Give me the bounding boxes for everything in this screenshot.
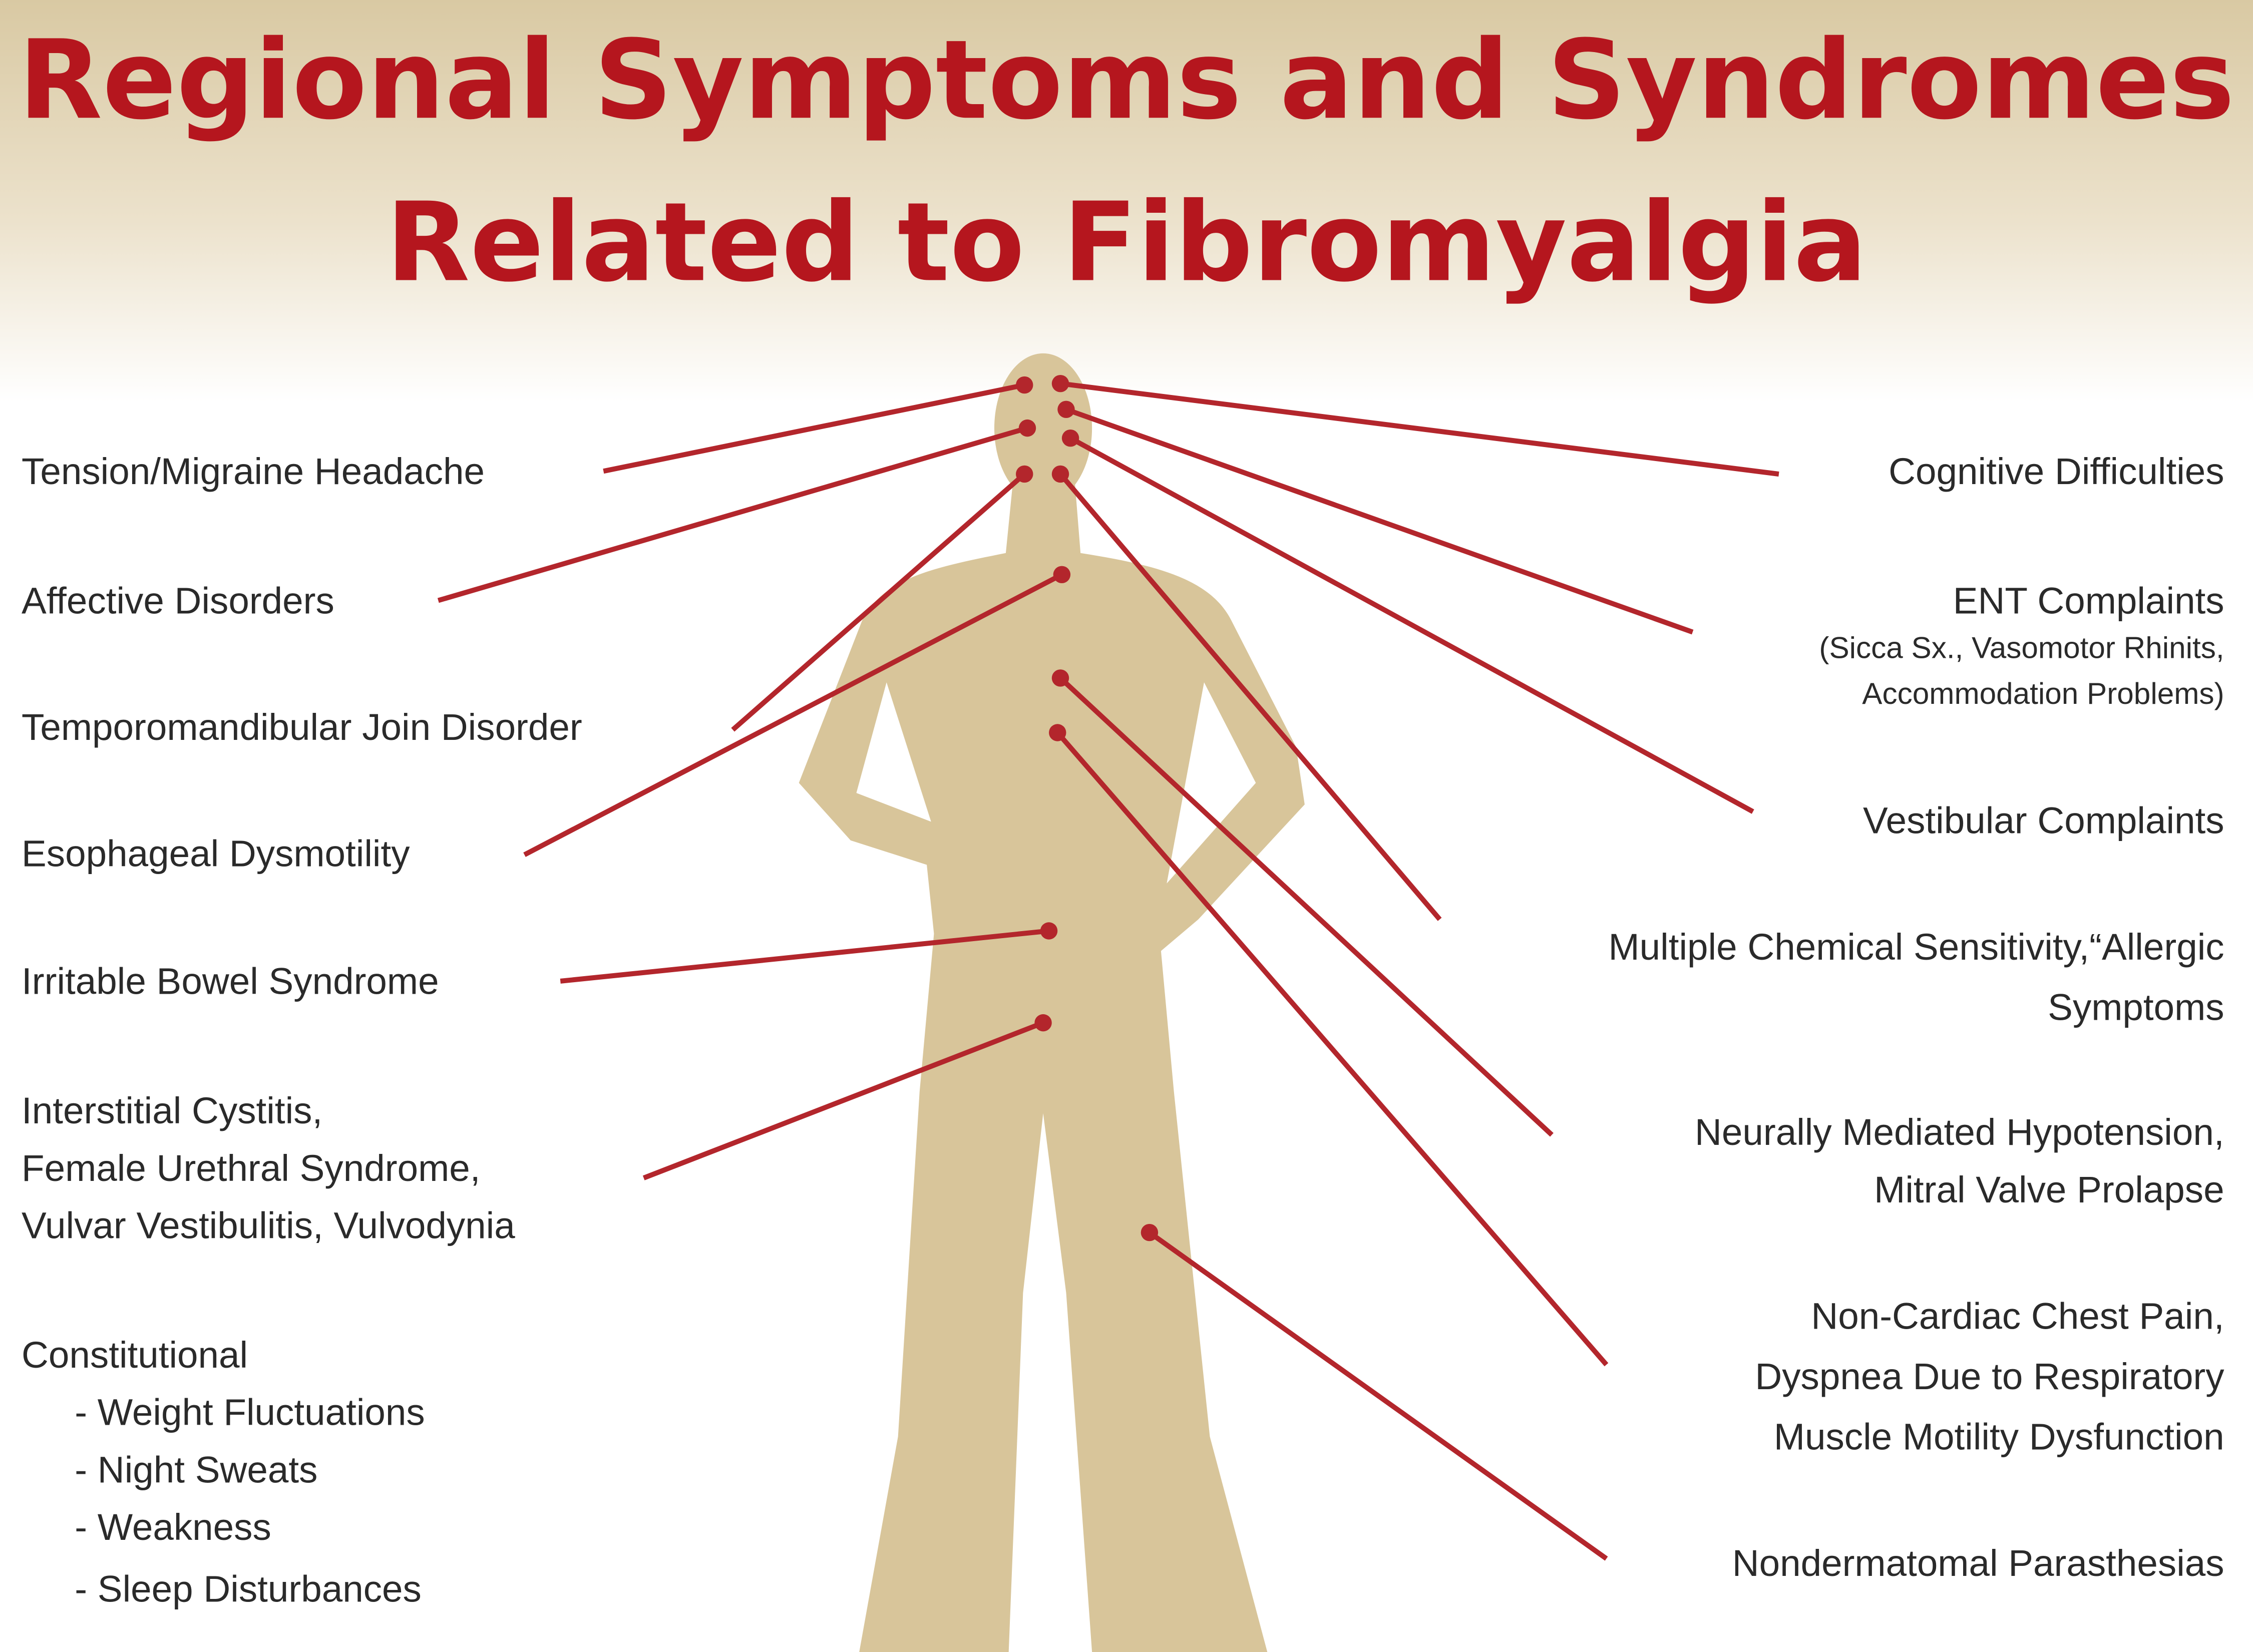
left-labels: Tension/Migraine Headache Affective Diso… (22, 450, 582, 1610)
connector-lines (437, 381, 1779, 1561)
label-cognitive: Cognitive Difficulties (1889, 450, 2224, 492)
right-labels: Cognitive Difficulties ENT Complaints (S… (1608, 450, 2224, 1584)
label-constitutional-item: - Sleep Disturbances (75, 1568, 422, 1610)
label-ent: ENT Complaints (1953, 579, 2224, 621)
label-neural-2: Mitral Valve Prolapse (1874, 1168, 2224, 1210)
label-affective-disorders: Affective Disorders (22, 579, 334, 621)
label-constitutional-item: - Weakness (75, 1506, 271, 1548)
label-ent-detail-2: Accommodation Problems) (1862, 676, 2224, 710)
header-band (0, 0, 2253, 402)
label-constitutional: Constitutional (22, 1334, 248, 1376)
label-esophageal-dysmotility: Esophageal Dysmotility (22, 832, 410, 874)
label-interstitial-1: Interstitial Cystitis, (22, 1089, 322, 1131)
label-chest-3: Muscle Motility Dysfunction (1774, 1415, 2224, 1457)
label-constitutional-item: - Night Sweats (75, 1448, 317, 1490)
label-chest-2: Dyspnea Due to Respiratory (1755, 1355, 2224, 1397)
symptom-dots (1016, 374, 1159, 1242)
label-ent-detail-1: (Sicca Sx., Vasomotor Rhinits, (1819, 630, 2224, 664)
label-interstitial-3: Vulvar Vestibulitis, Vulvodynia (22, 1204, 515, 1247)
body-silhouette (799, 353, 1305, 1652)
label-paresthesias: Nondermatomal Parasthesias (1732, 1542, 2224, 1584)
label-interstitial-2: Female Urethral Syndrome, (22, 1147, 480, 1189)
label-neural-1: Neurally Mediated Hypotension, (1695, 1111, 2224, 1153)
label-chest-1: Non-Cardiac Chest Pain, (1811, 1295, 2224, 1337)
label-mcs-2: Symptoms (2048, 986, 2224, 1028)
label-vestibular: Vestibular Complaints (1863, 799, 2224, 841)
title-line-1: Regional Symptoms and Syndromes (19, 17, 2235, 144)
label-constitutional-item: - Weight Fluctuations (75, 1391, 425, 1433)
label-mcs-1: Multiple Chemical Sensitivity,“Allergic (1608, 926, 2224, 968)
label-ibs: Irritable Bowel Syndrome (22, 960, 439, 1002)
label-tmj-disorder: Temporomandibular Join Disorder (22, 706, 582, 748)
title-line-2: Related to Fibromyalgia (386, 180, 1867, 306)
label-tension-headache: Tension/Migraine Headache (22, 450, 485, 492)
